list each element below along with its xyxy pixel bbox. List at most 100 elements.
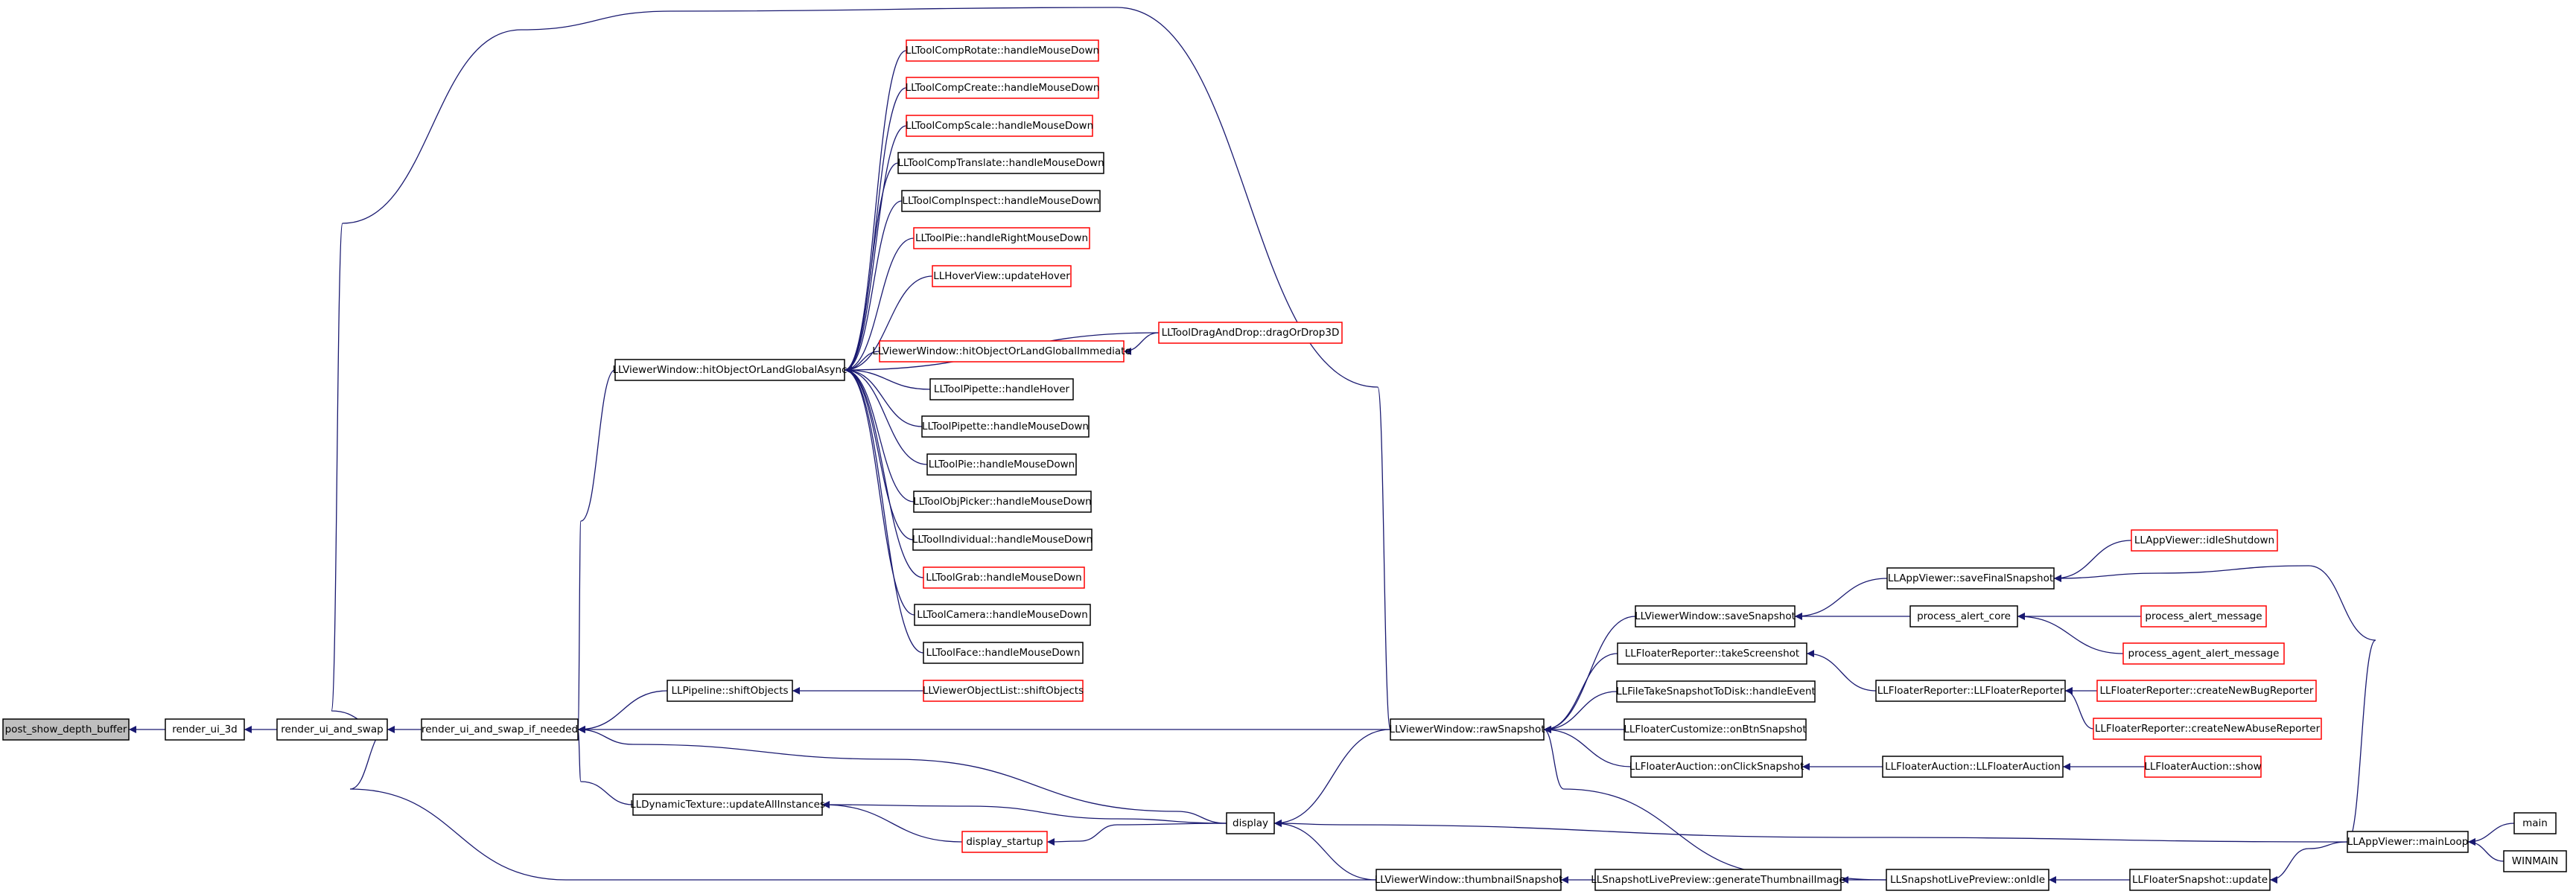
node-box xyxy=(2,718,130,741)
node-pipetteDown[interactable]: LLToolPipette::handleMouseDown xyxy=(921,415,1090,438)
node-createAbuseReporter[interactable]: LLFloaterReporter::createNewAbuseReporte… xyxy=(2093,718,2322,740)
node-box xyxy=(1886,869,2049,891)
edge-display-to-updateAllInstances xyxy=(821,801,1227,824)
node-pieDown[interactable]: LLToolPie::handleMouseDown xyxy=(926,453,1077,476)
edge-fileTakeSnapshot-to-rawSnapshot xyxy=(1543,691,1618,733)
node-processAgentAlert[interactable]: process_agent_alert_message xyxy=(2122,642,2285,665)
node-label: LLFloaterCustomize::onBtnSnapshot xyxy=(1623,724,1806,735)
node-snapshotUpdate[interactable]: LLFloaterSnapshot::update xyxy=(2129,869,2271,891)
node-generateThumb[interactable]: LLSnapshotLivePreview::generateThumbnail… xyxy=(1591,869,1845,891)
node-box xyxy=(1909,605,2018,628)
node-box xyxy=(421,718,579,741)
node-camera[interactable]: LLToolCamera::handleMouseDown xyxy=(914,604,1091,626)
node-compTranslate[interactable]: LLToolCompTranslate::handleMouseDown xyxy=(897,152,1104,174)
edge-thumbnailSnapshot-to-display xyxy=(1273,820,1377,881)
node-post_show_depth_buffer[interactable]: post_show_depth_buffer xyxy=(2,718,130,741)
node-thumbnailSnapshot[interactable]: LLViewerWindow::thumbnailSnapshot xyxy=(1375,869,1563,891)
node-processAlertCore[interactable]: process_alert_core xyxy=(1909,605,2018,628)
node-rawSnapshot[interactable]: LLViewerWindow::rawSnapshot xyxy=(1389,718,1545,741)
node-box xyxy=(906,39,1099,62)
edge-compCreate-to-hitObjectOrLandGlobalAsync xyxy=(844,87,907,374)
node-box xyxy=(879,340,1125,363)
node-compCreate[interactable]: LLToolCompCreate::handleMouseDown xyxy=(906,77,1100,99)
node-box xyxy=(2131,529,2278,552)
edge-objPicker-to-hitObjectOrLandGlobalAsync xyxy=(844,366,915,502)
node-label: LLDynamicTexture::updateAllInstances xyxy=(630,799,825,811)
node-individual[interactable]: LLToolIndividual::handleMouseDown xyxy=(912,529,1093,551)
node-box xyxy=(923,566,1085,589)
node-hitImmediate[interactable]: LLViewerWindow::hitObjectOrLandGlobalImm… xyxy=(872,340,1131,363)
node-label: LLFileTakeSnapshotToDisk::handleEvent xyxy=(1616,686,1816,697)
node-label: LLToolPie::handleMouseDown xyxy=(929,459,1075,470)
node-compInspect[interactable]: LLToolCompInspect::handleMouseDown xyxy=(901,190,1101,212)
node-box xyxy=(276,718,388,741)
node-box xyxy=(1376,869,1562,891)
node-render_ui_3d[interactable]: render_ui_3d xyxy=(165,718,245,741)
node-label: process_alert_core xyxy=(1917,610,2011,622)
node-main[interactable]: main xyxy=(2513,812,2557,834)
node-box xyxy=(1635,605,1796,628)
edge-takeScreenshot-to-rawSnapshot xyxy=(1543,653,1618,733)
node-auctionCtor[interactable]: LLFloaterAuction::LLFloaterAuction xyxy=(1882,756,2064,778)
node-takeScreenshot[interactable]: LLFloaterReporter::takeScreenshot xyxy=(1617,642,1807,665)
edge-saveSnapshot-to-rawSnapshot xyxy=(1543,616,1636,733)
edge-display-to-render_ui_and_swap_if_needed xyxy=(577,726,1227,824)
node-label: LLFloaterReporter::takeScreenshot xyxy=(1625,648,1799,660)
node-dragOrDrop3D[interactable]: LLToolDragAndDrop::dragOrDrop3D xyxy=(1158,322,1343,344)
node-label: LLFloaterReporter::LLFloaterReporter xyxy=(1877,685,2064,697)
node-label: LLViewerWindow::thumbnailSnapshot xyxy=(1375,874,1563,886)
edge-rawSnapshot-to-render_ui_and_swap xyxy=(331,7,1391,733)
node-pieRight[interactable]: LLToolPie::handleRightMouseDown xyxy=(913,227,1090,249)
node-reporterCtor[interactable]: LLFloaterReporter::LLFloaterReporter xyxy=(1875,680,2066,702)
node-box xyxy=(1617,642,1807,665)
node-auctionShow[interactable]: LLFloaterAuction::show xyxy=(2144,756,2262,778)
node-updateAllInstances[interactable]: LLDynamicTexture::updateAllInstances xyxy=(630,794,825,816)
node-label: LLViewerWindow::hitObjectOrLandGlobalAsy… xyxy=(612,364,847,376)
node-onIdle[interactable]: LLSnapshotLivePreview::onIdle xyxy=(1886,869,2049,891)
node-label: LLToolDragAndDrop::dragOrDrop3D xyxy=(1162,327,1340,339)
node-render_ui_and_swap_if_needed[interactable]: render_ui_and_swap_if_needed xyxy=(421,718,579,741)
node-label: LLToolPipette::handleHover xyxy=(934,383,1070,395)
node-saveFinalSnapshot[interactable]: LLAppViewer::saveFinalSnapshot xyxy=(1886,567,2055,590)
node-box xyxy=(614,359,845,381)
node-box xyxy=(165,718,245,741)
node-createBugReporter[interactable]: LLFloaterReporter::createNewBugReporter xyxy=(2096,680,2317,702)
node-box xyxy=(1630,756,1803,778)
node-box xyxy=(921,415,1090,438)
node-label: render_ui_and_swap xyxy=(281,724,383,735)
node-box xyxy=(929,378,1074,400)
node-hoverView[interactable]: LLHoverView::updateHover xyxy=(932,265,1072,287)
edge-individual-to-hitObjectOrLandGlobalAsync xyxy=(844,366,914,540)
node-layer: post_show_depth_buffer render_ui_3d render… xyxy=(2,39,2567,891)
node-hitObjectOrLandGlobalAsync[interactable]: LLViewerWindow::hitObjectOrLandGlobalAsy… xyxy=(612,359,847,381)
node-compRotate[interactable]: LLToolCompRotate::handleMouseDown xyxy=(906,39,1099,62)
edge-reporterCtor-to-takeScreenshot xyxy=(1806,650,1877,692)
node-mainLoop[interactable]: LLAppViewer::mainLoop xyxy=(2347,831,2469,853)
edge-pipetteHover-to-hitObjectOrLandGlobalAsync xyxy=(844,366,931,390)
node-box xyxy=(923,680,1084,702)
node-objPicker[interactable]: LLToolObjPicker::handleMouseDown xyxy=(913,491,1092,513)
node-customizeSnap[interactable]: LLFloaterCustomize::onBtnSnapshot xyxy=(1623,718,1807,741)
node-label: display_startup xyxy=(966,836,1043,848)
node-box xyxy=(1875,680,2066,702)
node-processAlertMessage[interactable]: process_alert_message xyxy=(2140,605,2267,628)
node-face[interactable]: LLToolFace::handleMouseDown xyxy=(923,642,1084,664)
node-auctionClickSnap[interactable]: LLFloaterAuction::onClickSnapshot xyxy=(1629,756,1804,778)
node-saveSnapshot[interactable]: LLViewerWindow::saveSnapshot xyxy=(1635,605,1796,628)
node-render_ui_and_swap[interactable]: render_ui_and_swap xyxy=(276,718,388,741)
node-compScale[interactable]: LLToolCompScale::handleMouseDown xyxy=(906,115,1093,137)
node-fileTakeSnapshot[interactable]: LLFileTakeSnapshotToDisk::handleEvent xyxy=(1616,680,1816,703)
node-label: LLFloaterReporter::createNewBugReporter xyxy=(2099,685,2313,697)
node-pipetteHover[interactable]: LLToolPipette::handleHover xyxy=(929,378,1074,400)
node-display[interactable]: display xyxy=(1226,812,1275,834)
node-shiftObjects[interactable]: LLPipeline::shiftObjects xyxy=(667,680,793,702)
node-grab[interactable]: LLToolGrab::handleMouseDown xyxy=(923,566,1085,589)
node-objectListShift[interactable]: LLViewerObjectList::shiftObjects xyxy=(923,680,1084,702)
node-display_startup[interactable]: display_startup xyxy=(961,831,1048,853)
node-label: LLViewerObjectList::shiftObjects xyxy=(923,685,1084,697)
node-label: render_ui_3d xyxy=(172,724,238,735)
node-winmain[interactable]: WINMAIN xyxy=(2503,850,2567,872)
node-idleShutdown[interactable]: LLAppViewer::idleShutdown xyxy=(2131,529,2278,552)
node-box xyxy=(1623,718,1807,741)
